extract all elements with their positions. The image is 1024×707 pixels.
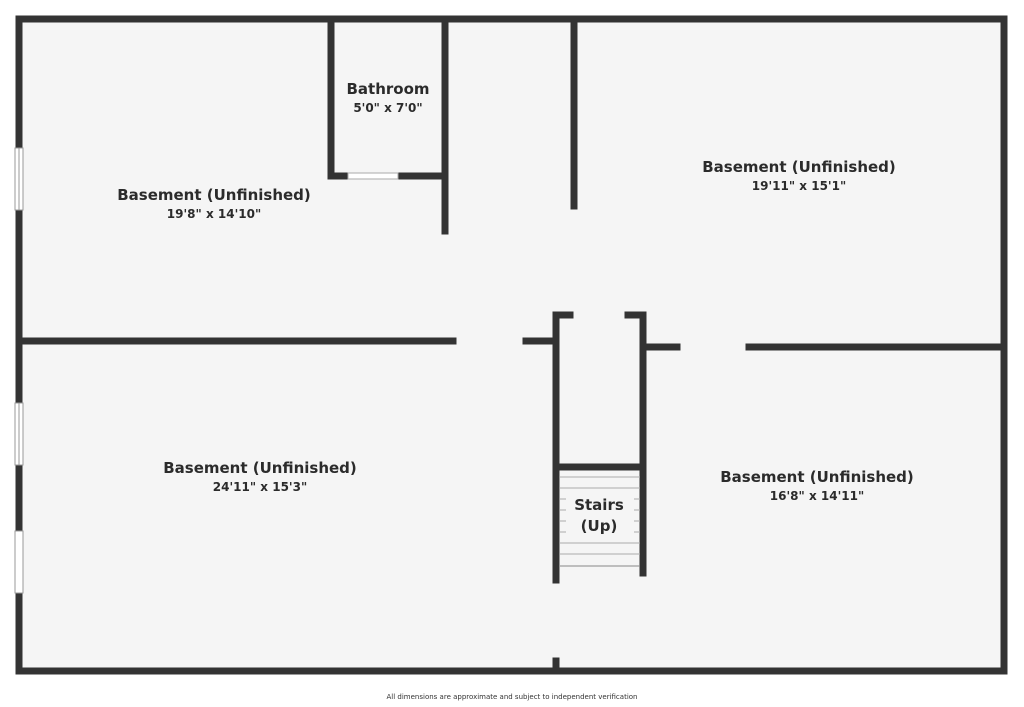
room-dimensions: 24'11" x 15'3"	[213, 480, 307, 494]
room-dimensions: 16'8" x 14'11"	[770, 489, 864, 503]
room-basement-bottom-left: Basement (Unfinished) 24'11" x 15'3"	[163, 459, 357, 494]
room-dimensions: 5'0" x 7'0"	[353, 101, 422, 115]
room-name: Basement (Unfinished)	[117, 186, 311, 204]
window-3	[14, 530, 24, 594]
room-name: Basement (Unfinished)	[702, 158, 896, 176]
interior-walls	[18, 18, 1005, 672]
stairs-line-1: Stairs	[574, 496, 624, 514]
room-dimensions: 19'8" x 14'10"	[167, 207, 261, 221]
room-name: Bathroom	[346, 80, 429, 98]
room-dimensions: 19'11" x 15'1"	[752, 179, 846, 193]
room-basement-top-right: Basement (Unfinished) 19'11" x 15'1"	[702, 158, 896, 193]
windows	[14, 147, 24, 594]
room-name: Basement (Unfinished)	[163, 459, 357, 477]
room-name: Basement (Unfinished)	[720, 468, 914, 486]
room-basement-top-left: Basement (Unfinished) 19'8" x 14'10"	[117, 186, 311, 221]
stairs-label: Stairs (Up)	[566, 492, 634, 540]
stairs-line-2: (Up)	[581, 517, 618, 535]
room-bathroom: Bathroom 5'0" x 7'0"	[346, 80, 429, 115]
room-basement-bottom-right: Basement (Unfinished) 16'8" x 14'11"	[720, 468, 914, 503]
disclaimer-footer: All dimensions are approximate and subje…	[386, 693, 638, 701]
bathroom-door	[347, 172, 399, 180]
